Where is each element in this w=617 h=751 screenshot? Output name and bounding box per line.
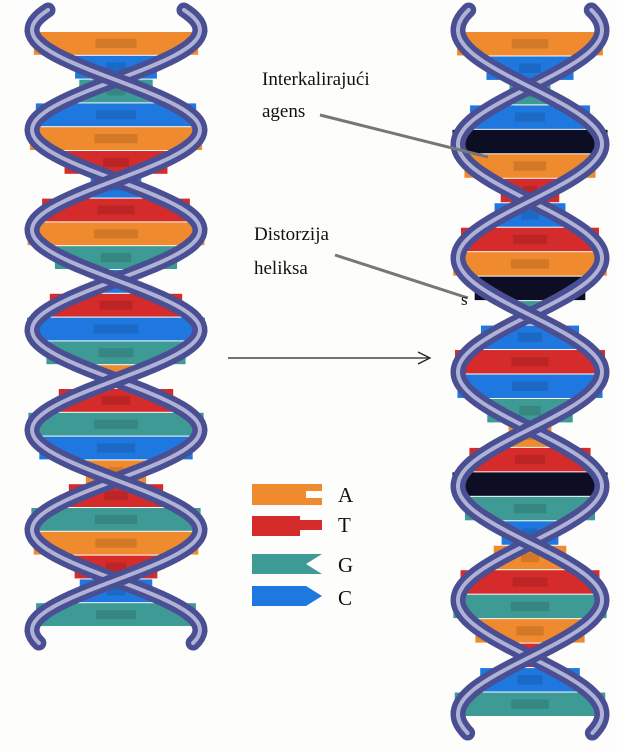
base-pair-notch [511,357,549,366]
distortion-label-line2: heliksa [254,256,308,282]
base-pair-notch [513,235,548,244]
base-pair-notch [103,158,129,167]
intercalator-block [452,472,607,495]
legend-label-t: T [338,513,351,538]
base-pair-notch [94,229,138,238]
distortion-pointer [335,255,468,298]
base-pair-notch [514,161,547,170]
legend-label-g: G [338,553,353,578]
base-pair-notch [514,504,547,513]
base-pair-notch [518,675,543,684]
distortion-marker: s [461,287,468,313]
base-pair-notch [515,455,545,464]
base-pair-notch [518,333,543,342]
base-pair-notch [511,259,549,268]
base-pair-notch [515,112,545,121]
transformation-arrow [228,352,430,364]
base-pair-notch [94,134,137,143]
intercalator-block [452,130,607,153]
base-pair-notch [96,610,136,619]
base-pair-notch [94,324,138,333]
base-pair-notch [95,539,136,548]
base-pair-notch [519,406,540,415]
base-pair-notch [512,39,548,48]
base-pair-notch [511,602,549,611]
base-pair-notch [94,420,138,429]
distortion-label-line1: Distorzija [254,222,329,248]
legend-icon-t [252,516,322,536]
base-pair-notch [98,205,135,214]
base-pair-notch [96,110,136,119]
base-pair-notch [99,348,134,357]
normal-dna-helix [27,10,205,643]
legend-icons [252,484,322,606]
base-pair-notch [95,39,136,48]
base-pair-notch [102,396,131,405]
base-pair-notch [512,382,548,391]
legend-icon-g [252,554,322,574]
legend-icon-a [252,484,322,505]
base-pair-notch [99,301,132,310]
base-pair-notch [519,64,541,73]
base-pair-notch [101,253,132,262]
base-pair-notch [511,700,549,709]
intercalating-agent-label-line1: Interkalirajući [262,67,370,93]
base-pair-notch [104,491,128,500]
intercalating-agent-label-line2: agens [262,99,305,125]
base-pair-notch [513,577,548,586]
legend-icon-c [252,586,322,606]
legend-label-c: C [338,586,352,611]
base-pair-notch [95,515,137,524]
base-pair-notch [516,626,543,635]
base-pair-notch [97,443,135,452]
legend-label-a: A [338,483,353,508]
distorted-dna-helix [452,10,607,733]
